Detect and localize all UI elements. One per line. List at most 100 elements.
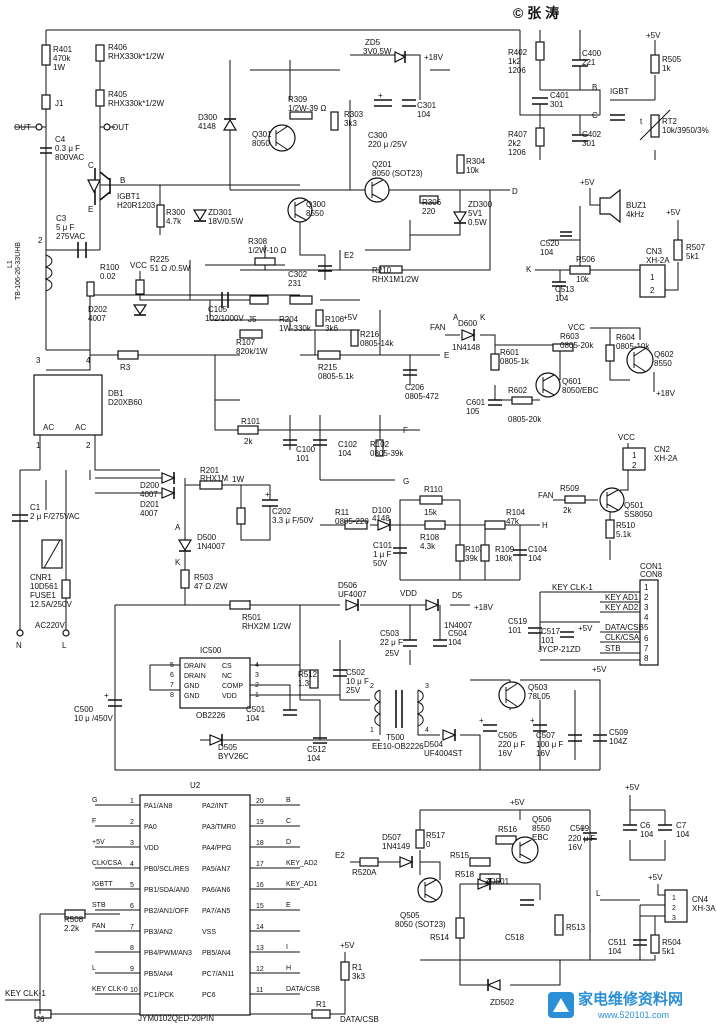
svg-text:FAN: FAN — [538, 491, 554, 500]
network-h: R11 0805-220 R110 15k D100 4148 R104 47k… — [320, 485, 548, 581]
svg-text:104: 104 — [676, 830, 690, 839]
watermark-url: www.520101.com — [597, 1010, 669, 1020]
svg-text:D202: D202 — [88, 305, 108, 314]
svg-text:STB: STB — [605, 644, 621, 653]
svg-text:R106: R106 — [325, 315, 345, 324]
svg-text:+: + — [479, 716, 484, 725]
resistor-r107: R107 820k/1W — [236, 329, 268, 356]
svg-text:1 μ F: 1 μ F — [373, 550, 392, 559]
svg-text:10k/3950/3%: 10k/3950/3% — [662, 126, 709, 135]
resistor-r210: R210 RHX1M1/2W — [372, 265, 419, 284]
capacitor-c301: C301 104 — [402, 99, 437, 119]
svg-text:4kHz: 4kHz — [626, 210, 644, 219]
svg-text:0.5W: 0.5W — [468, 218, 487, 227]
svg-text:C509: C509 — [570, 824, 590, 833]
svg-text:4.7k: 4.7k — [166, 217, 182, 226]
svg-text:Q505: Q505 — [400, 911, 420, 920]
svg-text:N: N — [16, 641, 22, 650]
svg-text:R510: R510 — [616, 521, 636, 530]
u2-signal-label: C — [286, 818, 291, 825]
svg-text:K: K — [526, 265, 532, 274]
svg-text:R104: R104 — [506, 508, 526, 517]
svg-text:+: + — [265, 490, 270, 499]
author-label: © 张 涛 — [513, 5, 559, 21]
svg-text:R405: R405 — [108, 90, 128, 99]
u2-pin-number: 17 — [256, 861, 264, 868]
svg-text:820k/1W: 820k/1W — [236, 347, 268, 356]
resistor-r401: R401 470k 1W — [41, 44, 73, 72]
svg-text:8: 8 — [170, 692, 174, 699]
svg-text:VCC: VCC — [130, 261, 147, 270]
resistor-r3: R3 — [117, 350, 139, 372]
svg-text:Q301: Q301 — [252, 130, 272, 139]
svg-text:4148: 4148 — [198, 122, 216, 131]
svg-text:0.3 μ F: 0.3 μ F — [55, 144, 80, 153]
svg-text:4: 4 — [425, 727, 429, 734]
svg-text:1N4148: 1N4148 — [452, 343, 481, 352]
svg-text:8050: 8050 — [252, 139, 270, 148]
svg-text:C401: C401 — [550, 91, 570, 100]
resistor-r201: R201 — [199, 466, 270, 490]
svg-text:2 μ F/275VAC: 2 μ F/275VAC — [30, 512, 80, 521]
varistor-cnr1: CNR1 10D561 — [30, 539, 63, 591]
svg-text:+5V: +5V — [625, 783, 640, 792]
u2-pin-name: PA1/AN8 — [144, 803, 172, 810]
diode-d500: A D500 1N4007 K — [175, 523, 226, 570]
svg-text:180k: 180k — [495, 554, 513, 563]
resistor-r300: R300 4.7k — [156, 204, 186, 228]
svg-text:8: 8 — [644, 654, 649, 663]
svg-text:2k: 2k — [244, 437, 253, 446]
svg-text:Q201: Q201 — [372, 160, 392, 169]
r1-block: +5V R1 3k3 R1 DATA/CSB — [250, 941, 379, 1024]
svg-text:0805-472: 0805-472 — [405, 392, 439, 401]
svg-text:39k: 39k — [465, 554, 479, 563]
svg-text:JYCP-21ZD: JYCP-21ZD — [538, 645, 581, 654]
svg-text:T500: T500 — [386, 733, 405, 742]
svg-text:7: 7 — [170, 682, 174, 689]
svg-text:Q503: Q503 — [528, 683, 548, 692]
svg-text:220 μ F: 220 μ F — [568, 834, 595, 843]
node-f: F — [403, 426, 408, 435]
u2-pin-name: VDD — [144, 845, 159, 852]
svg-text:A: A — [453, 313, 459, 322]
svg-text:3V0.5W: 3V0.5W — [363, 47, 392, 56]
transistor-q201: Q201 8050 (SOT23) — [364, 160, 423, 203]
svg-text:4: 4 — [644, 613, 649, 622]
resistor-r406: R406 RHX330k*1/2W — [95, 43, 164, 62]
r508-block: R508 2.2k KEY CLK-1 J6 — [5, 909, 140, 1024]
svg-text:15k: 15k — [424, 508, 438, 517]
svg-text:+: + — [104, 691, 109, 700]
svg-text:R407: R407 — [508, 130, 528, 139]
svg-text:C511: C511 — [608, 938, 627, 947]
diode-d300: D300 4148 — [198, 113, 238, 131]
svg-text:DATA/CSB: DATA/CSB — [340, 1015, 379, 1024]
svg-text:D600: D600 — [458, 319, 478, 328]
svg-text:VCC: VCC — [568, 323, 585, 332]
svg-text:470k: 470k — [53, 54, 71, 63]
svg-text:C505: C505 — [498, 731, 518, 740]
svg-text:3: 3 — [672, 915, 676, 922]
svg-text:C202: C202 — [272, 507, 292, 516]
capacitor-c105: C105 102/1000V — [205, 292, 244, 323]
svg-text:1: 1 — [36, 441, 41, 450]
svg-text:RHX330k*1/2W: RHX330k*1/2W — [108, 99, 164, 108]
svg-text:CS: CS — [222, 663, 232, 670]
u2-pin-number: 16 — [256, 882, 264, 889]
svg-text:0: 0 — [426, 840, 431, 849]
svg-text:8550: 8550 — [654, 359, 672, 368]
svg-text:VDD: VDD — [400, 589, 417, 598]
svg-text:100 μ F: 100 μ F — [536, 740, 563, 749]
node-g: G — [403, 477, 409, 486]
u2-pin-number: 11 — [256, 987, 263, 994]
svg-text:C102: C102 — [338, 440, 358, 449]
svg-text:UF4004ST: UF4004ST — [424, 749, 463, 758]
u2-pin-name: PB5/AN4 — [144, 971, 173, 978]
svg-text:1206: 1206 — [508, 66, 526, 75]
svg-text:220: 220 — [422, 207, 436, 216]
svg-text:2.2k: 2.2k — [64, 924, 80, 933]
svg-text:DRAIN: DRAIN — [184, 663, 206, 670]
u2-pin-name: PA2/INT — [202, 803, 229, 810]
u2-pin-name: PB2/AN1/OFF — [144, 908, 189, 915]
svg-text:R107: R107 — [236, 338, 256, 347]
svg-text:2k: 2k — [563, 506, 572, 515]
